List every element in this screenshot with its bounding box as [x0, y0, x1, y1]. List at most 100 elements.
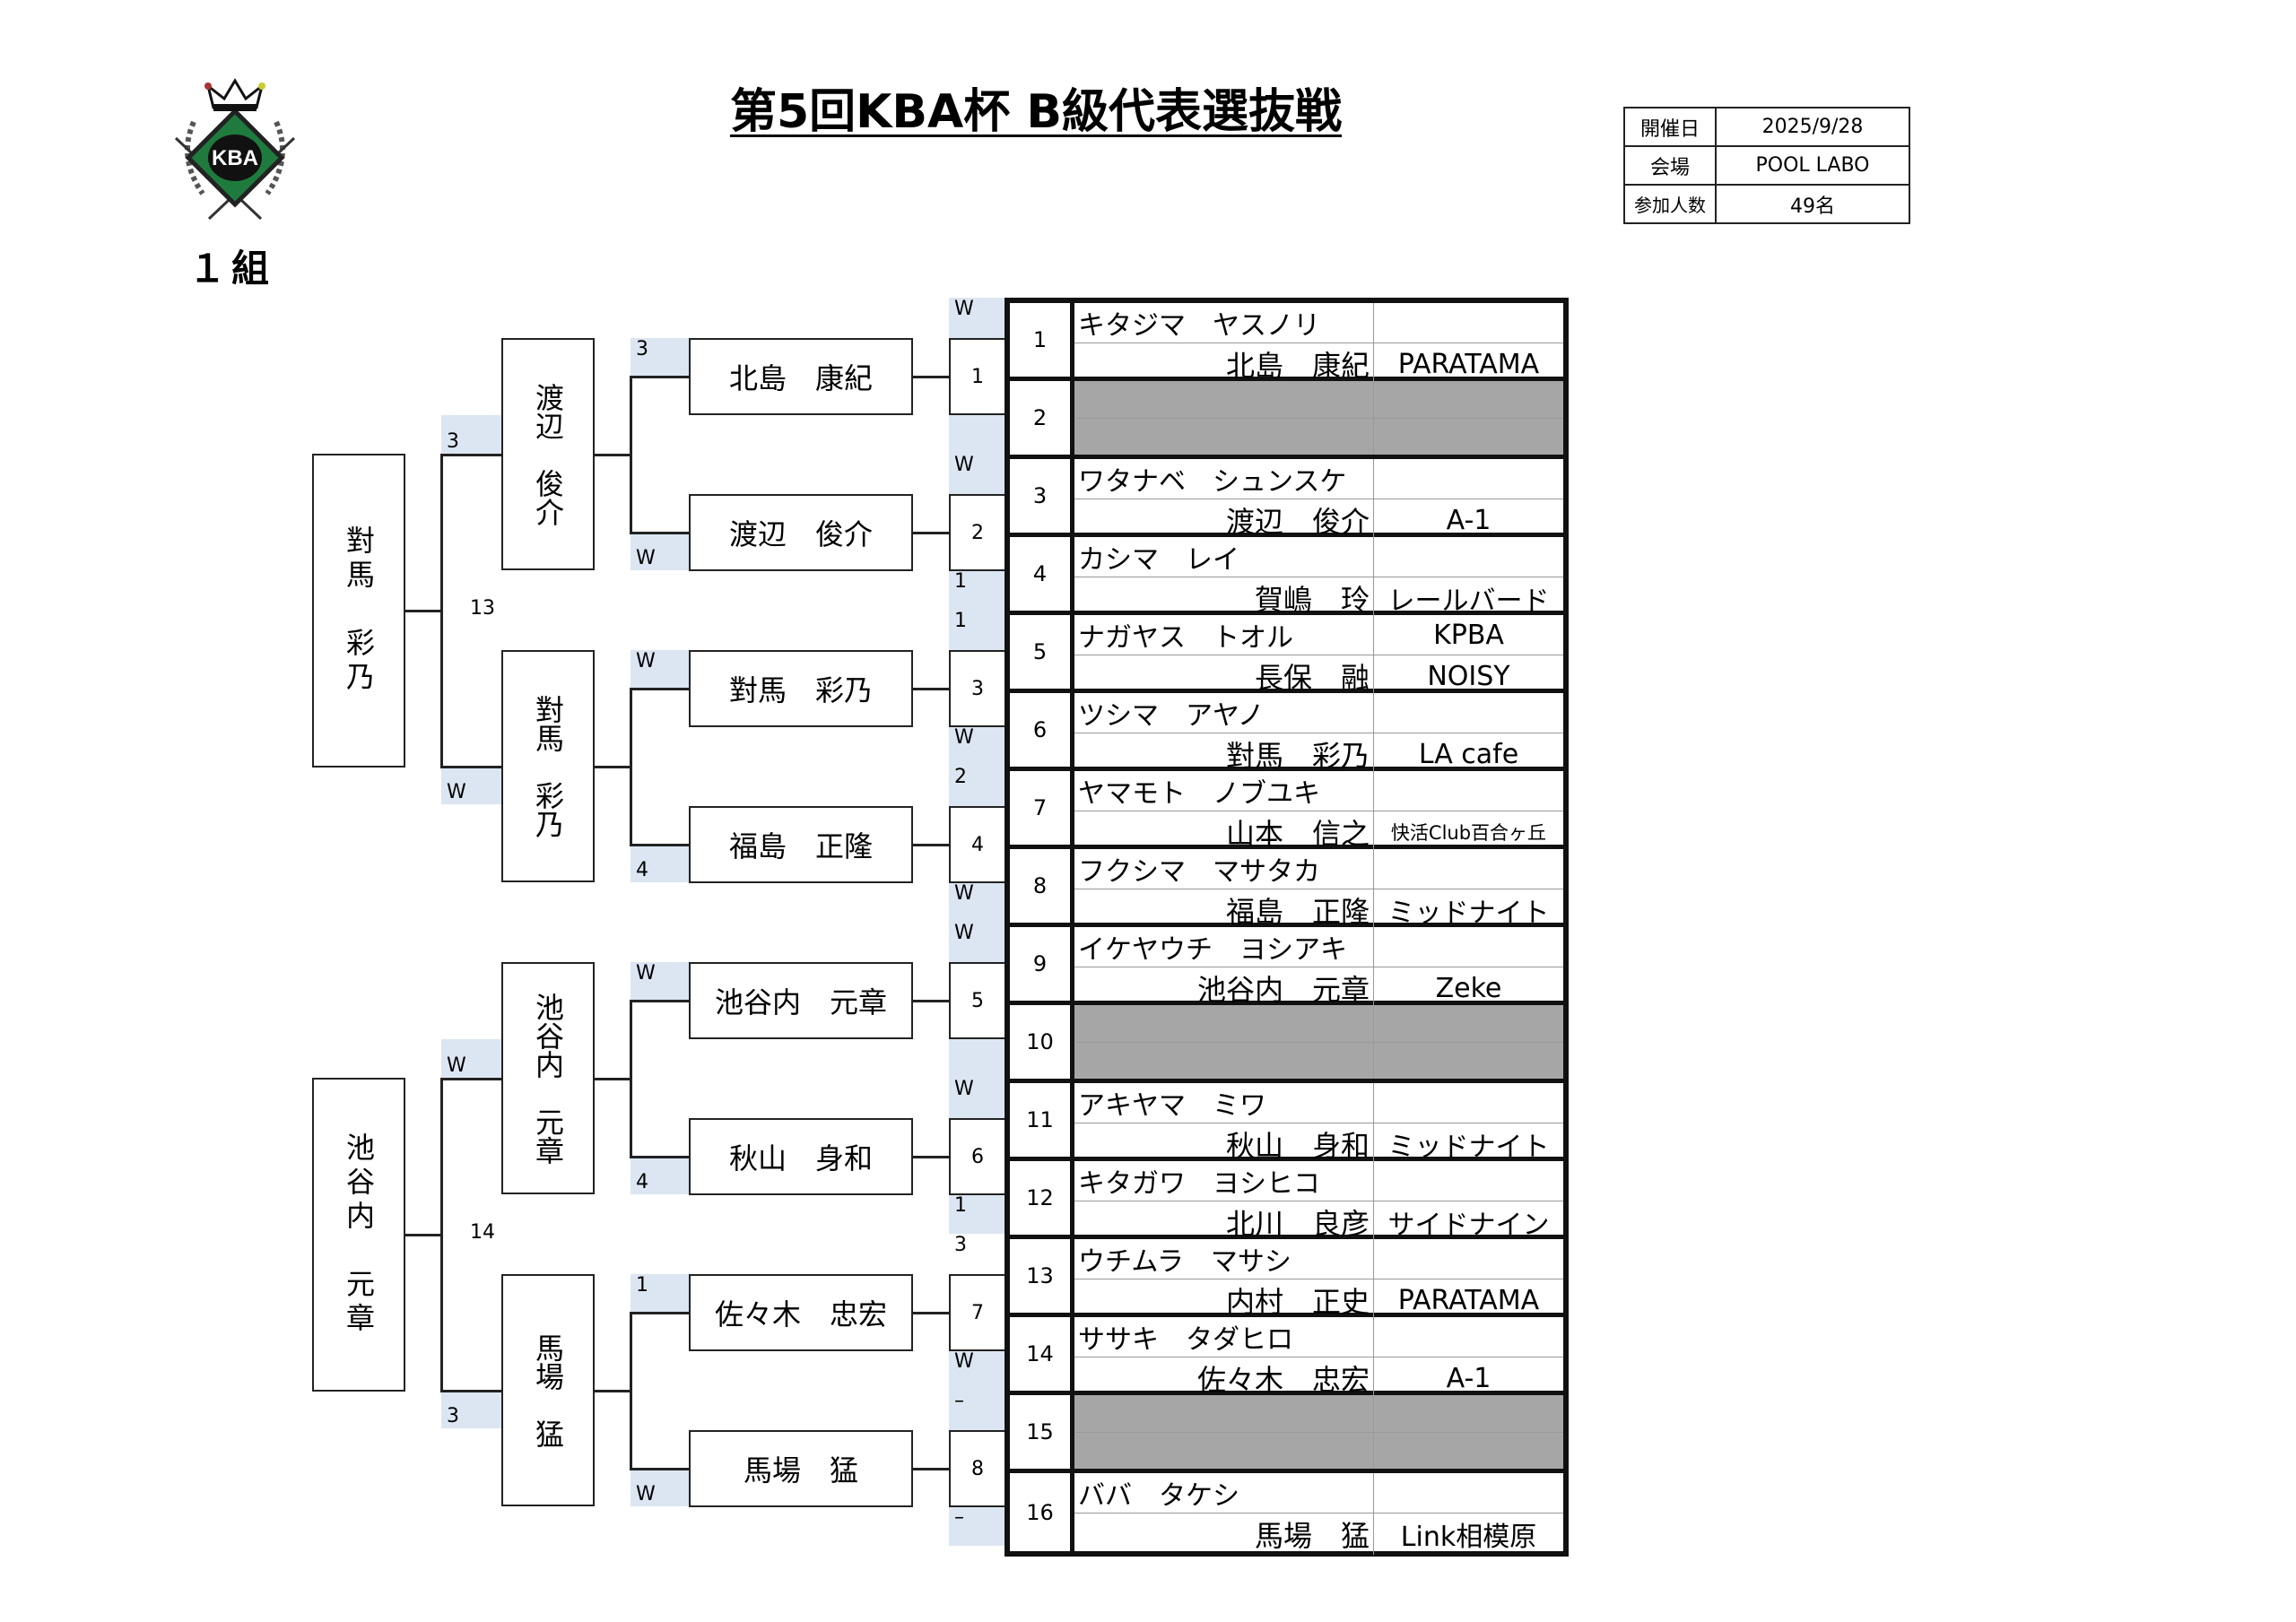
bracket-line: [630, 1468, 689, 1470]
round3-player-box: 對馬 彩乃: [312, 454, 405, 768]
entry-name: 内村 正史: [1074, 1279, 1374, 1321]
connector-line: [912, 1156, 949, 1158]
round1-player-box: 對馬 彩乃: [689, 650, 913, 727]
round1-player-box-text: 秋山 身和: [728, 1141, 873, 1175]
connector-line: [912, 1468, 949, 1470]
entry-name-row: 北川 良彦サイドナイン: [1074, 1201, 1563, 1243]
entry-number: 8: [1010, 849, 1074, 923]
bracket-line: [440, 1078, 443, 1392]
entry-name-row: 福島 正隆ミッドナイト: [1074, 889, 1563, 931]
entry-club: NOISY: [1427, 660, 1510, 692]
round2-score-upper: W: [441, 1039, 501, 1078]
connector-line: [912, 1312, 949, 1314]
entry-club: LA cafe: [1418, 738, 1519, 770]
entry-kana: キタジマ ヤスノリ: [1074, 303, 1374, 343]
slot-number-box: 2: [949, 494, 1006, 571]
entry-number: 5: [1010, 615, 1074, 689]
slot-score-below: –: [949, 1506, 1004, 1546]
entry-club-top: [1374, 1473, 1563, 1513]
round1-player-box-text: 渡辺 俊介: [728, 517, 873, 551]
entry-club: A-1: [1446, 504, 1492, 536]
round1-score-upper: W: [631, 962, 689, 1000]
round1-player-box: 福島 正隆: [689, 806, 913, 883]
round1-player-box: 秋山 身和: [689, 1118, 913, 1195]
entry-kana: アキヤマ ミワ: [1074, 1083, 1374, 1123]
entry-name: 北川 良彦: [1074, 1201, 1374, 1243]
round2-player-box: 池谷内 元章: [501, 962, 595, 1194]
slot-score-above: W: [949, 922, 1004, 962]
round2-score-upper: 3: [441, 415, 501, 454]
entry-name: 秋山 身和: [1074, 1123, 1374, 1165]
logo-text: KBA: [212, 146, 258, 170]
entry-kana-row: フクシマ マサタカ: [1074, 849, 1563, 889]
entry-name: [1074, 418, 1374, 455]
entry-club-top: [1374, 927, 1563, 967]
entry-kana-row: アキヤマ ミワ: [1074, 1083, 1563, 1123]
entry-club: 快活Club百合ヶ丘: [1390, 822, 1547, 844]
entry-name: 賀嶋 玲: [1074, 577, 1374, 619]
bracket-line: [630, 532, 689, 534]
entry-number: 9: [1010, 927, 1074, 1001]
entry-row: 10: [1010, 1005, 1563, 1083]
entry-name-row: [1074, 418, 1563, 455]
entry-name: [1074, 1042, 1374, 1079]
entry-body: ヤマモト ノブユキ山本 信之快活Club百合ヶ丘: [1074, 771, 1563, 853]
slot-number-box-text: 6: [971, 1145, 984, 1168]
bracket-line: [630, 1312, 689, 1314]
entry-kana: ヤマモト ノブユキ: [1074, 771, 1374, 811]
entry-club: [1374, 418, 1563, 455]
bracket-line: [404, 610, 441, 612]
entry-club: Zeke: [1435, 972, 1502, 1004]
slot-number-box: 7: [949, 1274, 1006, 1351]
kba-logo-emblem: KBA: [174, 78, 296, 221]
bracket-line: [630, 1000, 689, 1002]
round2-player-box: 馬場 猛: [501, 1274, 595, 1506]
group-label: １組: [188, 247, 275, 291]
entry-kana: ササキ タダヒロ: [1074, 1317, 1374, 1357]
round2-player-box-text: 渡辺 俊介: [531, 382, 565, 526]
entry-club-top: [1374, 1395, 1563, 1432]
entry-club-top: [1374, 1005, 1563, 1042]
entry-kana: イケヤウチ ヨシアキ: [1074, 927, 1374, 967]
entry-kana-row: ツシマ アヤノ: [1074, 693, 1563, 733]
bracket-line: [630, 688, 632, 846]
entry-number: 7: [1010, 771, 1074, 845]
bracket-line: [630, 376, 632, 533]
entry-number: 12: [1010, 1161, 1074, 1235]
page-title: 第5回KBA杯 B級代表選抜戦: [729, 85, 1343, 139]
entry-kana-row: ヤマモト ノブユキ: [1074, 771, 1563, 811]
slot-score-below: W: [949, 726, 1004, 766]
entry-club-top: KPBA: [1433, 619, 1504, 651]
entry-club: レールバード: [1387, 585, 1550, 617]
slot-number-box-text: 4: [971, 833, 984, 856]
slot-number-box: 1: [949, 338, 1006, 415]
entry-row: 2: [1010, 381, 1563, 459]
round2-score-lower: 3: [441, 1390, 501, 1428]
bracket-line: [630, 1156, 689, 1158]
entry-club-top: [1374, 693, 1563, 733]
round1-player-box: 佐々木 忠宏: [689, 1274, 913, 1351]
entry-kana: フクシマ マサタカ: [1074, 849, 1374, 889]
entry-kana-row: キタジマ ヤスノリ: [1074, 303, 1563, 343]
round1-player-box-text: 佐々木 忠宏: [714, 1297, 887, 1331]
round2-score-lower: W: [441, 766, 501, 804]
round1-player-box-text: 對馬 彩乃: [728, 673, 873, 707]
bracket-line: [404, 1234, 441, 1236]
entry-club-top: [1374, 849, 1563, 889]
entry-number: 10: [1010, 1005, 1074, 1079]
entry-body: フクシマ マサタカ福島 正隆ミッドナイト: [1074, 849, 1563, 931]
connector-line: [912, 1000, 949, 1002]
